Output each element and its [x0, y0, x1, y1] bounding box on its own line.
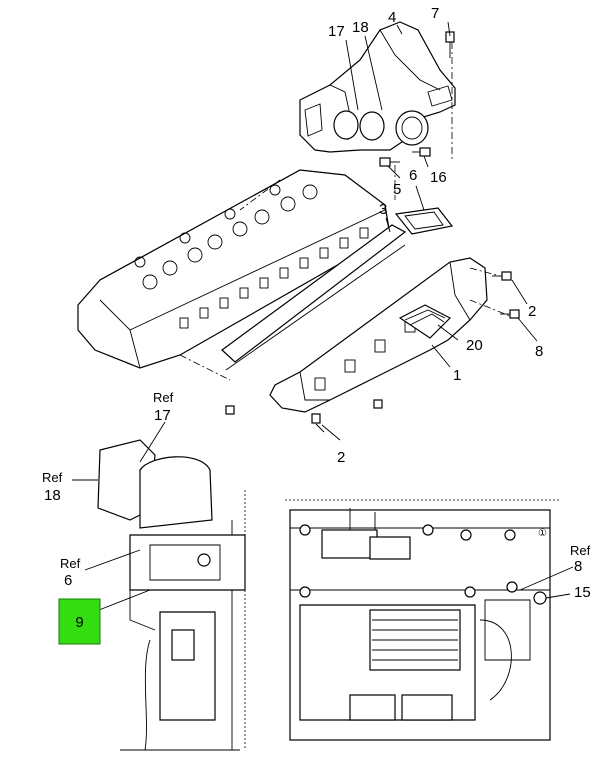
bolt-2-lower	[311, 413, 325, 433]
detail-right: ①	[285, 499, 560, 741]
gasket-6	[394, 207, 454, 235]
bolt-16	[412, 147, 431, 157]
callout-15: 15	[574, 584, 591, 601]
alignment-lines	[179, 42, 511, 381]
hotspot-9-label[interactable]: 9	[75, 614, 83, 631]
gasket-3	[221, 224, 407, 371]
callout-ref-8-label: Ref	[570, 543, 591, 558]
callout-ref-8-number: 8	[574, 558, 582, 575]
heater-element-20	[398, 304, 452, 339]
callout-ref-18-label: Ref	[42, 470, 63, 485]
hotspot-9-box[interactable]	[58, 598, 101, 645]
callout-ref-18-number: 18	[44, 487, 61, 504]
leader-lines	[72, 21, 574, 611]
callout-17: 17	[328, 23, 345, 40]
exhaust-manifold-part	[299, 21, 456, 153]
callout-ref-17-number: 17	[154, 407, 171, 424]
bolt-7	[445, 31, 455, 58]
callout-2-upper: 2	[528, 303, 536, 320]
bolt-2-upper	[492, 271, 512, 281]
callout-ref-6-number: 6	[64, 572, 72, 589]
hotspot-9-button[interactable]: 9	[58, 598, 101, 645]
callout-4: 4	[388, 9, 396, 26]
svg-text:①: ①	[538, 528, 547, 539]
callout-ref-17-label: Ref	[153, 390, 174, 405]
callout-5: 5	[393, 181, 401, 198]
callout-ref-6-label: Ref	[60, 556, 81, 571]
callout-18: 18	[352, 19, 369, 36]
bolt-8-upper	[500, 309, 520, 319]
callout-1: 1	[453, 367, 461, 384]
detail-left	[97, 439, 246, 751]
bolt-5	[379, 157, 400, 167]
callout-2-lower: 2	[337, 449, 345, 466]
callout-6: 6	[409, 167, 417, 184]
callout-3: 3	[379, 201, 387, 218]
callout-8-upper: 8	[535, 343, 543, 360]
cylinder-head-part	[77, 169, 391, 369]
callout-16: 16	[430, 169, 447, 186]
callout-20: 20	[466, 337, 483, 354]
stud-nut	[225, 399, 383, 415]
intake-manifold-part	[269, 257, 488, 413]
callout-7: 7	[431, 5, 439, 22]
